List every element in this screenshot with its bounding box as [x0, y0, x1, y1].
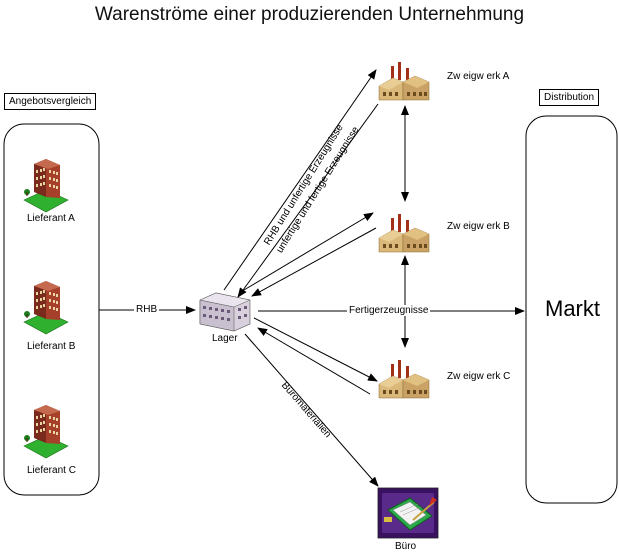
supplier-group-label: Angebotsvergleich — [4, 93, 97, 110]
market-label: Markt — [545, 296, 600, 321]
factory-icon — [378, 61, 430, 101]
rhb-flow-label: RHB — [134, 304, 160, 315]
supplier-b-label: Lieferant B — [27, 341, 76, 352]
diagram-title: Warenströme einer produzierenden Unterne… — [94, 4, 525, 25]
supplier-a-label: Lieferant A — [27, 213, 75, 224]
plant-c-label: Zw eigw erk C — [447, 371, 511, 382]
warehouse-icon — [199, 292, 251, 332]
distribution-group-label: Distribution — [539, 89, 600, 106]
warehouse-label: Lager — [212, 333, 238, 344]
office-icon — [377, 487, 439, 539]
factory-icon — [378, 213, 430, 253]
supplier-c-label: Lieferant C — [27, 465, 76, 476]
plant-a-label: Zw eigw erk A — [447, 71, 510, 82]
office-label: Büro — [395, 541, 417, 552]
plant-b-label: Zw eigw erk B — [447, 221, 510, 232]
finished-goods-flow-label: Fertigerzeugnisse — [347, 305, 431, 316]
distribution-group-box — [525, 115, 618, 504]
factory-icon — [378, 359, 430, 399]
